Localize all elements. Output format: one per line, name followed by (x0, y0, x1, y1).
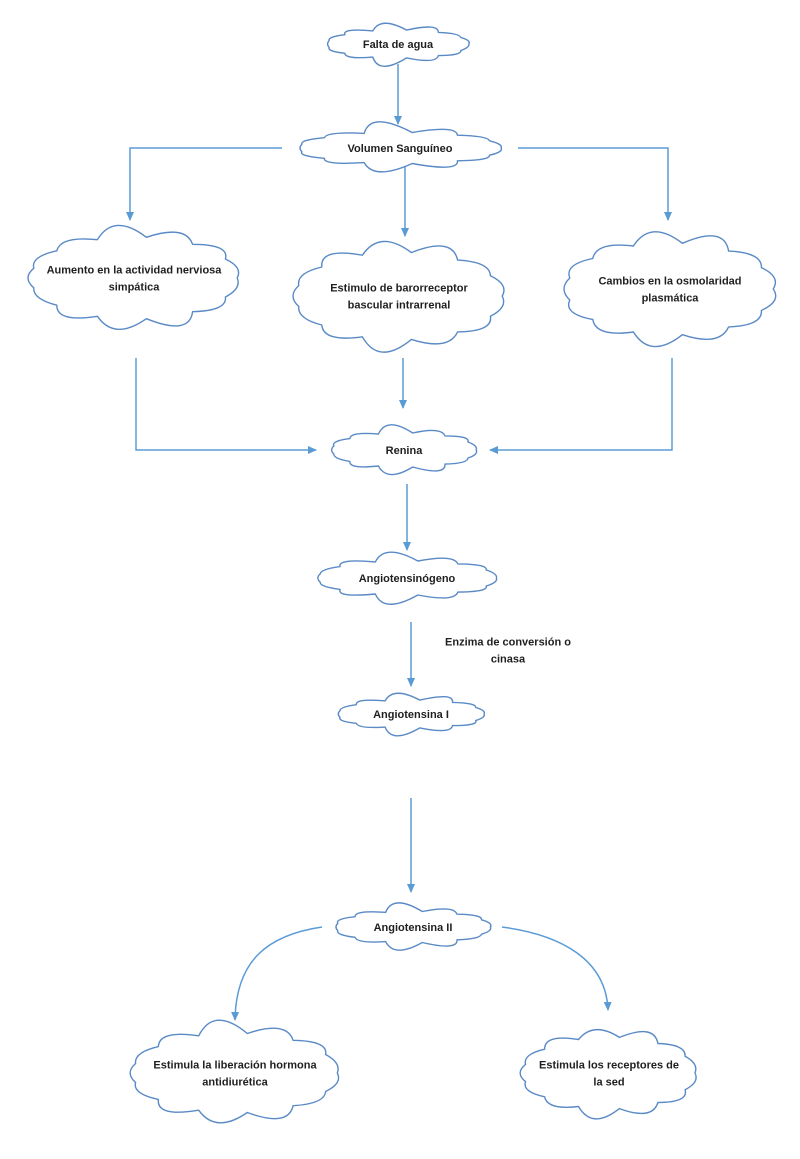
arrow-angiotensina-2-to-estimula-sed (501, 926, 612, 1011)
cloud-shape (292, 240, 505, 353)
arrow-cambios-osmolaridad-to-renina (489, 358, 673, 454)
node-label: Angiotensinógeno (359, 573, 456, 585)
arrow-aumento-actividad-to-renina (135, 358, 317, 454)
cloud-shape (299, 121, 503, 173)
node-volumen-sanguineo: Volumen Sanguíneo (299, 121, 503, 173)
node-renina: Renina (330, 424, 478, 476)
node-falta-agua: Falta de agua (326, 22, 470, 67)
node-angiotensinogeno: Angiotensinógeno (317, 551, 498, 605)
cloud-shape (326, 22, 470, 67)
cloud-shape (335, 902, 492, 951)
edges-layer (126, 64, 673, 1021)
node-label: Angiotensina II (374, 922, 453, 934)
node-label: Falta de agua (363, 39, 434, 51)
arrow-angiotensina-2-to-estimula-hormona (231, 926, 323, 1021)
node-label: Volumen Sanguíneo (348, 143, 453, 155)
node-label: Angiotensina I (373, 709, 449, 721)
arrow-volumen-sanguineo-to-cambios-osmolaridad (518, 147, 672, 221)
cloud-shape (129, 1019, 340, 1124)
arrow-volumen-sanguineo-to-aumento-actividad (126, 147, 282, 221)
cloud-shape (519, 1028, 697, 1120)
node-angiotensina-2: Angiotensina II (335, 902, 492, 951)
node-label: Renina (386, 445, 424, 457)
node-angiotensina-1: Angiotensina I (337, 692, 486, 737)
cloud-shape (317, 551, 498, 605)
cloud-shape (563, 231, 777, 348)
cloud-shape (27, 224, 240, 330)
cloud-shape (330, 424, 478, 476)
cloud-shape (337, 692, 486, 737)
